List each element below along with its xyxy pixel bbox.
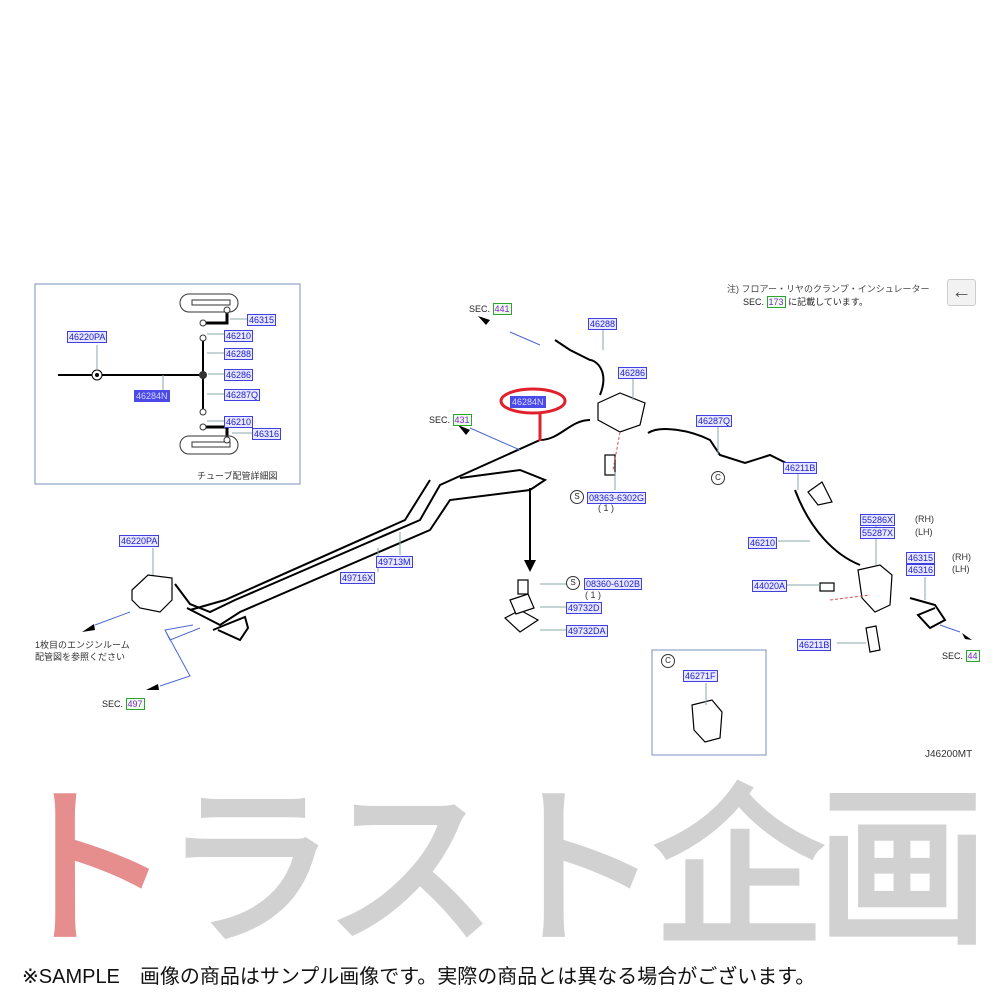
sec-prefix: SEC. bbox=[942, 651, 964, 661]
part-46315[interactable]: 46315 bbox=[247, 314, 277, 326]
part-08360-6102b[interactable]: 08360-6102B bbox=[584, 578, 643, 590]
part-46284n-selected[interactable]: 46284N bbox=[134, 390, 170, 402]
inset-caption: チューブ配管詳細図 bbox=[197, 471, 278, 481]
part-46288[interactable]: 46288 bbox=[224, 348, 254, 360]
note-suffix: に記載しています。 bbox=[788, 297, 868, 307]
sec-497: SEC. 497 bbox=[102, 698, 145, 710]
part-46288[interactable]: 46288 bbox=[588, 318, 618, 330]
quantity: ( 1 ) bbox=[585, 590, 602, 600]
note-sec: SEC. bbox=[743, 297, 765, 307]
part-46210[interactable]: 46210 bbox=[748, 537, 778, 549]
note-line1: 注) フロアー・リヤのクランプ・インシュレーター bbox=[727, 284, 930, 294]
part-55287x[interactable]: 55287X bbox=[860, 527, 896, 539]
sec-441-link[interactable]: 441 bbox=[492, 303, 512, 315]
highlight-ellipse bbox=[499, 387, 567, 415]
part-49732da[interactable]: 49732DA bbox=[566, 625, 608, 637]
part-46220pa[interactable]: 46220PA bbox=[119, 535, 160, 547]
part-46286[interactable]: 46286 bbox=[224, 369, 254, 381]
part-08363-6302g[interactable]: 08363-6302G bbox=[587, 492, 647, 504]
part-46286[interactable]: 46286 bbox=[618, 367, 648, 379]
quantity: ( 1 ) bbox=[598, 503, 615, 513]
watermark-red: ト bbox=[0, 769, 172, 970]
part-46220pa[interactable]: 46220PA bbox=[67, 331, 108, 343]
clip-c-marker: C bbox=[661, 654, 675, 668]
part-46211b[interactable]: 46211B bbox=[783, 462, 818, 474]
sec-431: SEC. 431 bbox=[429, 414, 472, 426]
part-46287q[interactable]: 46287Q bbox=[224, 389, 261, 401]
back-button[interactable]: ← bbox=[947, 279, 976, 306]
part-49732d[interactable]: 49732D bbox=[566, 602, 602, 614]
part-46287q[interactable]: 46287Q bbox=[696, 415, 733, 427]
arrow-left-icon: ← bbox=[951, 281, 972, 303]
part-55286x[interactable]: 55286X bbox=[860, 514, 896, 526]
watermark-logo: トラスト企画 bbox=[0, 770, 1000, 970]
s-marker: S bbox=[566, 576, 580, 590]
part-46211b[interactable]: 46211B bbox=[797, 639, 832, 651]
sec-prefix: SEC. bbox=[429, 415, 451, 425]
diagram-code: J46200MT bbox=[925, 749, 973, 760]
clip-inset-frame bbox=[651, 649, 767, 756]
clip-c-marker: C bbox=[711, 471, 725, 485]
part-46271f[interactable]: 46271F bbox=[683, 670, 718, 682]
part-46210[interactable]: 46210 bbox=[224, 416, 254, 428]
engine-note-line2: 配管図を参照ください bbox=[35, 652, 126, 662]
lh-label: (LH) bbox=[952, 564, 970, 574]
rh-label: (RH) bbox=[915, 514, 934, 524]
s-marker: S bbox=[570, 490, 584, 504]
sec-431-link[interactable]: 431 bbox=[452, 414, 472, 426]
part-44020a[interactable]: 44020A bbox=[752, 580, 788, 592]
sec-447: SEC. 44 bbox=[942, 650, 980, 662]
engine-note-line1: 1枚目のエンジンルーム bbox=[35, 640, 130, 650]
part-46210[interactable]: 46210 bbox=[224, 330, 254, 342]
rh-label: (RH) bbox=[952, 552, 971, 562]
part-46284n-selected[interactable]: 46284N bbox=[510, 396, 546, 408]
part-49713m[interactable]: 49713M bbox=[376, 556, 413, 568]
part-46316[interactable]: 46316 bbox=[252, 428, 282, 440]
inset-frame bbox=[34, 283, 301, 485]
part-49716x[interactable]: 49716X bbox=[340, 572, 376, 584]
sec-497-link[interactable]: 497 bbox=[125, 698, 145, 710]
part-46316[interactable]: 46316 bbox=[906, 564, 936, 576]
note-line2: SEC. 173 に記載しています。 bbox=[743, 296, 868, 308]
sec-441: SEC. 441 bbox=[469, 303, 512, 315]
sample-caption: ※SAMPLE 画像の商品はサンプル画像です。実際の商品とは異なる場合がございま… bbox=[22, 966, 816, 988]
lh-label: (LH) bbox=[915, 527, 933, 537]
part-46315[interactable]: 46315 bbox=[906, 552, 936, 564]
watermark-gray: ラスト企画 bbox=[164, 769, 989, 970]
sec-447-link[interactable]: 44 bbox=[965, 650, 980, 662]
sec-prefix: SEC. bbox=[102, 699, 124, 709]
sec-prefix: SEC. bbox=[469, 304, 491, 314]
sec-173-link[interactable]: 173 bbox=[766, 296, 786, 308]
